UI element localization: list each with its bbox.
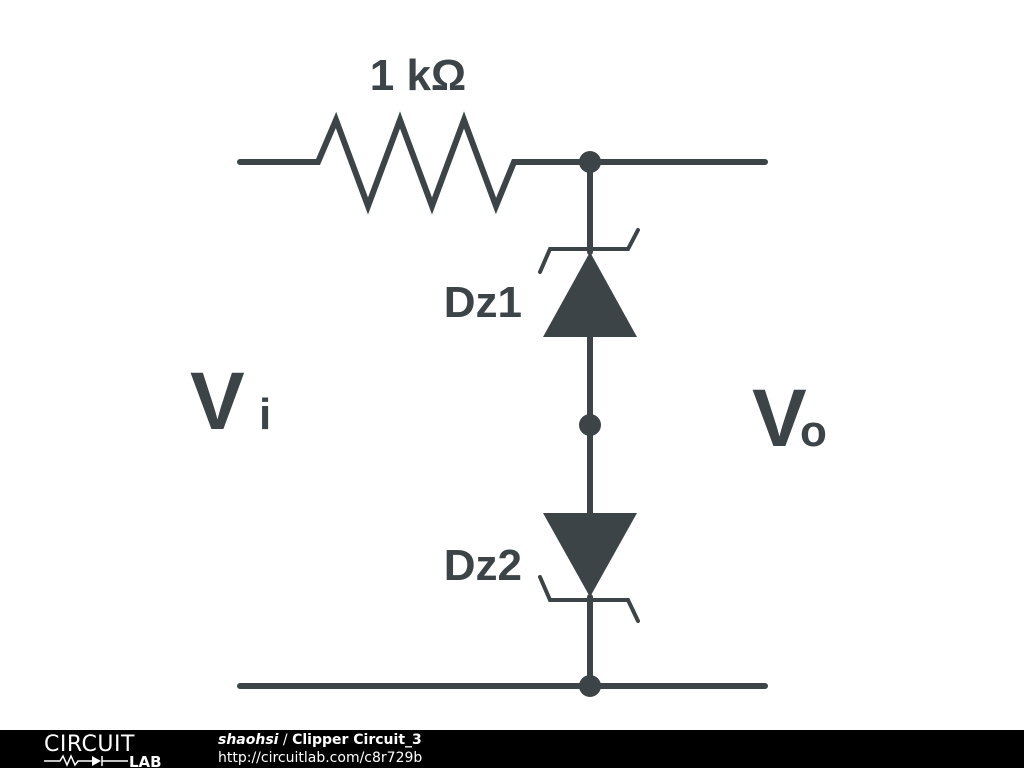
resistor-label: 1 kΩ xyxy=(370,51,466,100)
input-voltage-subscript: i xyxy=(259,390,271,439)
logo-text-bottom: LAB xyxy=(129,753,162,768)
junction-mid xyxy=(579,414,601,436)
dz1-cathode-bar xyxy=(538,228,640,274)
schematic-diagram: 1 kΩ Dz1 Dz2 V i V o xyxy=(190,51,827,697)
resistor-1k[interactable] xyxy=(237,111,593,215)
author-name[interactable]: shaohsi xyxy=(218,732,279,748)
output-voltage-label: V xyxy=(752,373,807,464)
author-title-line: shaohsi / Clipper Circuit_3 xyxy=(218,731,422,749)
circuit-url[interactable]: http://circuitlab.com/c8r729b xyxy=(218,750,423,766)
junction-bottom xyxy=(579,675,601,697)
circuit-info: shaohsi / Clipper Circuit_3 http://circu… xyxy=(218,731,422,767)
dz1-label: Dz1 xyxy=(444,278,522,327)
logo-text-top: CIRCUIT xyxy=(44,732,135,757)
footer-bar: CIRCUIT LAB shaohsi / Clipper Circuit_3 … xyxy=(0,730,1024,768)
junction-top xyxy=(579,151,601,173)
dz2-label: Dz2 xyxy=(444,541,522,590)
output-voltage-subscript: o xyxy=(800,407,827,456)
circuit-title[interactable]: Clipper Circuit_3 xyxy=(292,732,422,748)
dz1-triangle xyxy=(543,252,637,337)
logo-resistor-icon xyxy=(44,754,92,767)
separator: / xyxy=(278,732,293,748)
logo-diode-icon xyxy=(92,756,101,766)
input-voltage-label: V xyxy=(190,356,245,447)
circuitlab-logo[interactable]: CIRCUIT LAB xyxy=(0,730,200,768)
zener-diode-dz1[interactable] xyxy=(538,228,640,337)
dz2-triangle xyxy=(543,513,637,597)
